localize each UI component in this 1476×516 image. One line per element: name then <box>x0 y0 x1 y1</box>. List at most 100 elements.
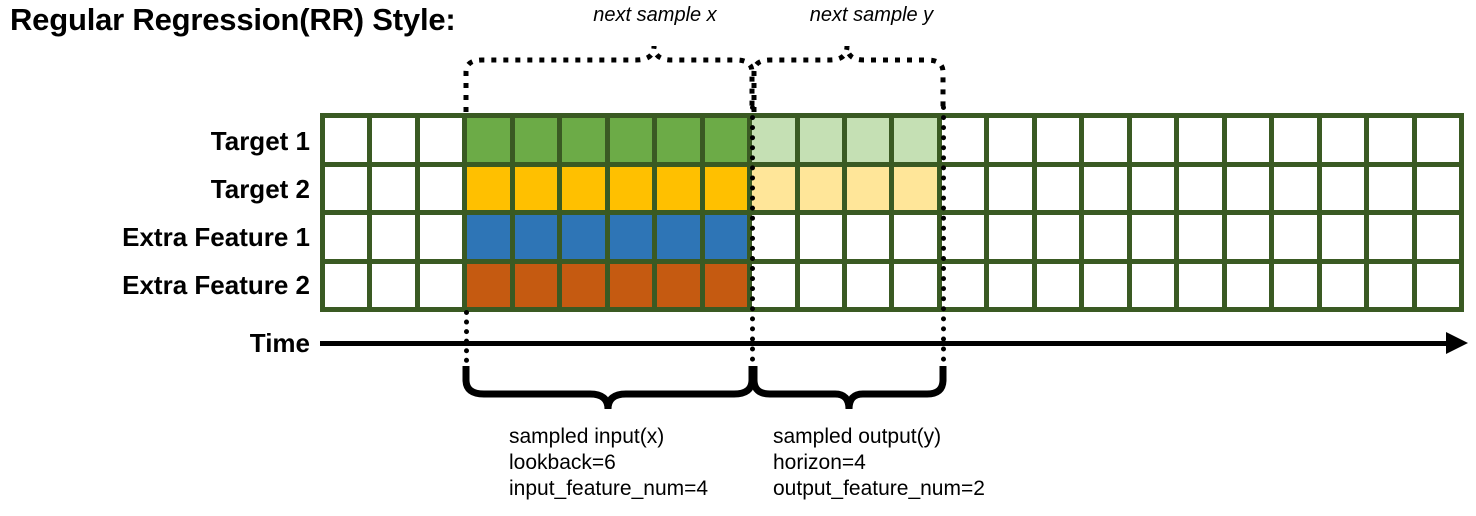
brace-sampled-output <box>750 366 947 410</box>
grid-cell-r2-c7-input <box>609 166 653 210</box>
grid-cell-r1-c11-output <box>799 118 843 162</box>
grid-cell-r1-c2-empty <box>372 118 415 162</box>
next-sample-y-label: next sample y <box>809 4 934 26</box>
grid-cell-r2-c24-empty <box>1416 166 1459 210</box>
grid-cell-r2-c12-output <box>847 166 890 210</box>
grid-cell-r2-c17-empty <box>1084 166 1127 210</box>
grid-cell-r4-c1-empty <box>325 263 368 307</box>
grid-cell-r2-c19-empty <box>1179 166 1222 210</box>
grid-cell-r3-c12-output <box>847 215 890 259</box>
grid-cell-r4-c24-empty <box>1416 263 1459 307</box>
grid-cell-r1-c10-output <box>752 118 795 162</box>
grid-cell-r3-c20-empty <box>1226 215 1270 259</box>
grid-cell-r1-c5-input <box>514 118 558 162</box>
grid-cell-r4-c8-input <box>657 263 700 307</box>
grid-cell-r4-c16-empty <box>1036 263 1080 307</box>
dotted-brace-next-sample-y <box>751 45 946 112</box>
grid-cell-r2-c20-empty <box>1226 166 1270 210</box>
grid-cell-r2-c1-empty <box>325 166 368 210</box>
grid-cell-r4-c15-empty <box>989 263 1032 307</box>
grid-cell-r1-c18-empty <box>1131 118 1175 162</box>
grid-cell-r4-c23-empty <box>1369 263 1412 307</box>
timeseries-grid <box>320 113 1464 312</box>
grid-cell-r1-c13-output <box>894 118 937 162</box>
grid-cell-r3-c11-output <box>799 215 843 259</box>
grid-cell-r4-c5-input <box>514 263 558 307</box>
sampled-output-line-3: output_feature_num=2 <box>773 477 985 500</box>
grid-cell-r4-c7-input <box>609 263 653 307</box>
grid-cell-r3-c19-empty <box>1179 215 1222 259</box>
guide-line-input-start <box>464 310 469 382</box>
sampled-output-line-1: sampled output(y) <box>773 425 942 448</box>
sampled-input-line-3: input_feature_num=4 <box>509 477 709 500</box>
grid-cell-r2-c9-input <box>704 166 748 210</box>
grid-cell-r3-c17-empty <box>1084 215 1127 259</box>
brace-sampled-input <box>462 366 756 410</box>
row-label-extra-feature-2: Extra Feature 2 <box>122 270 310 300</box>
grid-cell-r4-c20-empty <box>1226 263 1270 307</box>
grid-cell-r2-c10-output <box>752 166 795 210</box>
grid-cell-r1-c23-empty <box>1369 118 1412 162</box>
grid-cell-r1-c12-output <box>847 118 890 162</box>
row-label-extra-feature-1: Extra Feature 1 <box>122 222 310 252</box>
grid-cell-r2-c21-empty <box>1274 166 1317 210</box>
dotted-brace-next-sample-x <box>463 45 755 112</box>
grid-cell-r3-c4-input <box>467 215 510 259</box>
grid-cell-r2-c14-empty <box>941 166 985 210</box>
grid-cell-r1-c3-empty <box>419 118 463 162</box>
grid-cell-r1-c22-empty <box>1321 118 1365 162</box>
grid-cell-r3-c6-input <box>562 215 605 259</box>
grid-cell-r4-c3-empty <box>419 263 463 307</box>
grid-cell-r3-c14-empty <box>941 215 985 259</box>
grid-cell-r1-c7-input <box>609 118 653 162</box>
sampled-output-line-2: horizon=4 <box>773 451 866 474</box>
grid-cell-r2-c5-input <box>514 166 558 210</box>
grid-cell-r3-c10-output <box>752 215 795 259</box>
grid-cell-r3-c21-empty <box>1274 215 1317 259</box>
grid-cell-r4-c11-output <box>799 263 843 307</box>
grid-cell-r1-c24-empty <box>1416 118 1459 162</box>
grid-cell-r1-c9-input <box>704 118 748 162</box>
grid-cell-r3-c1-empty <box>325 215 368 259</box>
grid-cell-r4-c10-output <box>752 263 795 307</box>
row-label-target-1: Target 1 <box>210 126 310 156</box>
sampled-input-line-2: lookback=6 <box>509 451 616 474</box>
grid-cell-r1-c21-empty <box>1274 118 1317 162</box>
time-axis-line <box>320 341 1454 346</box>
grid-cell-r3-c5-input <box>514 215 558 259</box>
sampled-output-caption: sampled output(y) horizon=4 output_featu… <box>773 424 985 502</box>
grid-cell-r4-c2-empty <box>372 263 415 307</box>
grid-cell-r4-c6-input <box>562 263 605 307</box>
grid-cell-r4-c13-output <box>894 263 937 307</box>
grid-cell-r4-c12-output <box>847 263 890 307</box>
grid-cell-r2-c13-output <box>894 166 937 210</box>
page-title: Regular Regression(RR) Style: <box>10 2 456 37</box>
grid-cell-r3-c15-empty <box>989 215 1032 259</box>
grid-cell-r4-c4-input <box>467 263 510 307</box>
grid-cell-r1-c6-input <box>562 118 605 162</box>
grid-cell-r1-c17-empty <box>1084 118 1127 162</box>
grid-cell-r3-c13-output <box>894 215 937 259</box>
grid-cell-r2-c8-input <box>657 166 700 210</box>
grid-cell-r4-c22-empty <box>1321 263 1365 307</box>
grid-cell-r3-c9-input <box>704 215 748 259</box>
grid-cell-r3-c24-empty <box>1416 215 1459 259</box>
grid-cell-r1-c14-empty <box>941 118 985 162</box>
grid-cell-r3-c18-empty <box>1131 215 1175 259</box>
grid-cell-r4-c19-empty <box>1179 263 1222 307</box>
grid-cell-r2-c16-empty <box>1036 166 1080 210</box>
grid-cell-r2-c18-empty <box>1131 166 1175 210</box>
sampled-input-caption: sampled input(x) lookback=6 input_featur… <box>509 424 708 502</box>
grid-cell-r4-c17-empty <box>1084 263 1127 307</box>
grid-cell-r3-c2-empty <box>372 215 415 259</box>
time-axis-label: Time <box>249 328 310 358</box>
grid-cell-r4-c18-empty <box>1131 263 1175 307</box>
grid-cell-r2-c11-output <box>799 166 843 210</box>
grid-cell-r1-c20-empty <box>1226 118 1270 162</box>
grid-cell-r1-c8-input <box>657 118 700 162</box>
grid-cell-r1-c1-empty <box>325 118 368 162</box>
grid-cell-r1-c16-empty <box>1036 118 1080 162</box>
guide-line-output-end <box>941 105 946 382</box>
grid-cell-r2-c15-empty <box>989 166 1032 210</box>
